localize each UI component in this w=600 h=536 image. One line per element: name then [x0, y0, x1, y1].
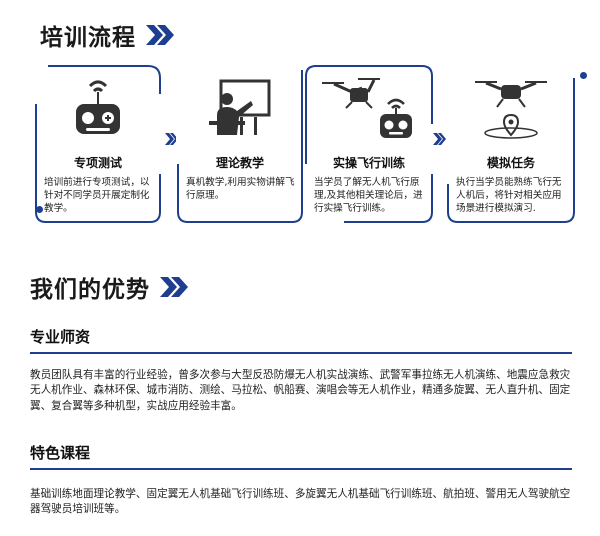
- drone-controller-icon: [304, 74, 434, 142]
- step-card-simulation-task: 模拟任务 执行当学员能熟练飞行无人机后，将针对相关应用场景进行模拟演习.: [446, 64, 576, 224]
- step-description: 执行当学员能熟练飞行无人机后，将针对相关应用场景进行模拟演习.: [456, 177, 562, 214]
- card-frame: [305, 65, 433, 223]
- step-description: 培训前进行专项测试，以针对不同学员开展定制化教学。: [44, 177, 150, 214]
- double-chevron-right-icon: [146, 25, 174, 45]
- courses-description: 基础训练地面理论教学、固定翼无人机基础飞行训练班、多旋翼无人机基础飞行训练班、航…: [30, 488, 571, 516]
- step-title: 模拟任务: [486, 156, 535, 170]
- step-title: 理论教学: [215, 156, 264, 170]
- step-description: 真机教学,利用实物讲解飞行原理。: [186, 177, 295, 201]
- card-frame: [447, 78, 575, 223]
- chevron-right-icon: [433, 133, 446, 145]
- double-chevron-right-icon: [160, 277, 188, 297]
- step-title: 专项测试: [73, 156, 122, 170]
- card-frame: [35, 65, 161, 223]
- divider: [30, 468, 572, 470]
- decorative-dot: [36, 206, 43, 213]
- decorative-dot: [580, 72, 587, 79]
- card-frame: [177, 70, 303, 223]
- training-process-title: 培训流程: [40, 25, 136, 51]
- courses-title: 特色课程: [30, 444, 91, 462]
- divider: [30, 352, 572, 354]
- faculty-description: 教员团队具有丰富的行业经验，曾多次参与大型反恐防爆无人机实战演练、武警军事拉练无…: [30, 369, 571, 412]
- step-card-flight-training: 实操飞行训练 当学员了解无人机飞行原理,及其他相关理论后，进行实操飞行训练。: [304, 64, 434, 224]
- drone-location-icon: [446, 74, 576, 142]
- step-card-special-test: 专项测试 培训前进行专项测试，以针对不同学员开展定制化教学。: [34, 64, 162, 224]
- advantages-heading: 我们的优势: [30, 270, 188, 304]
- faculty-title: 专业师资: [30, 328, 91, 346]
- step-card-theory-teaching: 理论教学 真机教学,利用实物讲解飞行原理。: [176, 64, 304, 224]
- training-process-steps: 专项测试 培训前进行专项测试，以针对不同学员开展定制化教学。 理论教学 真机教学…: [14, 56, 594, 232]
- remote-controller-icon: [34, 74, 162, 142]
- step-description: 当学员了解无人机飞行原理,及其他相关理论后，进行实操飞行训练。: [314, 177, 423, 214]
- teacher-board-icon: [176, 74, 304, 142]
- training-process-heading: 培训流程: [40, 18, 174, 52]
- step-title: 实操飞行训练: [332, 156, 405, 170]
- advantages-title: 我们的优势: [30, 277, 150, 303]
